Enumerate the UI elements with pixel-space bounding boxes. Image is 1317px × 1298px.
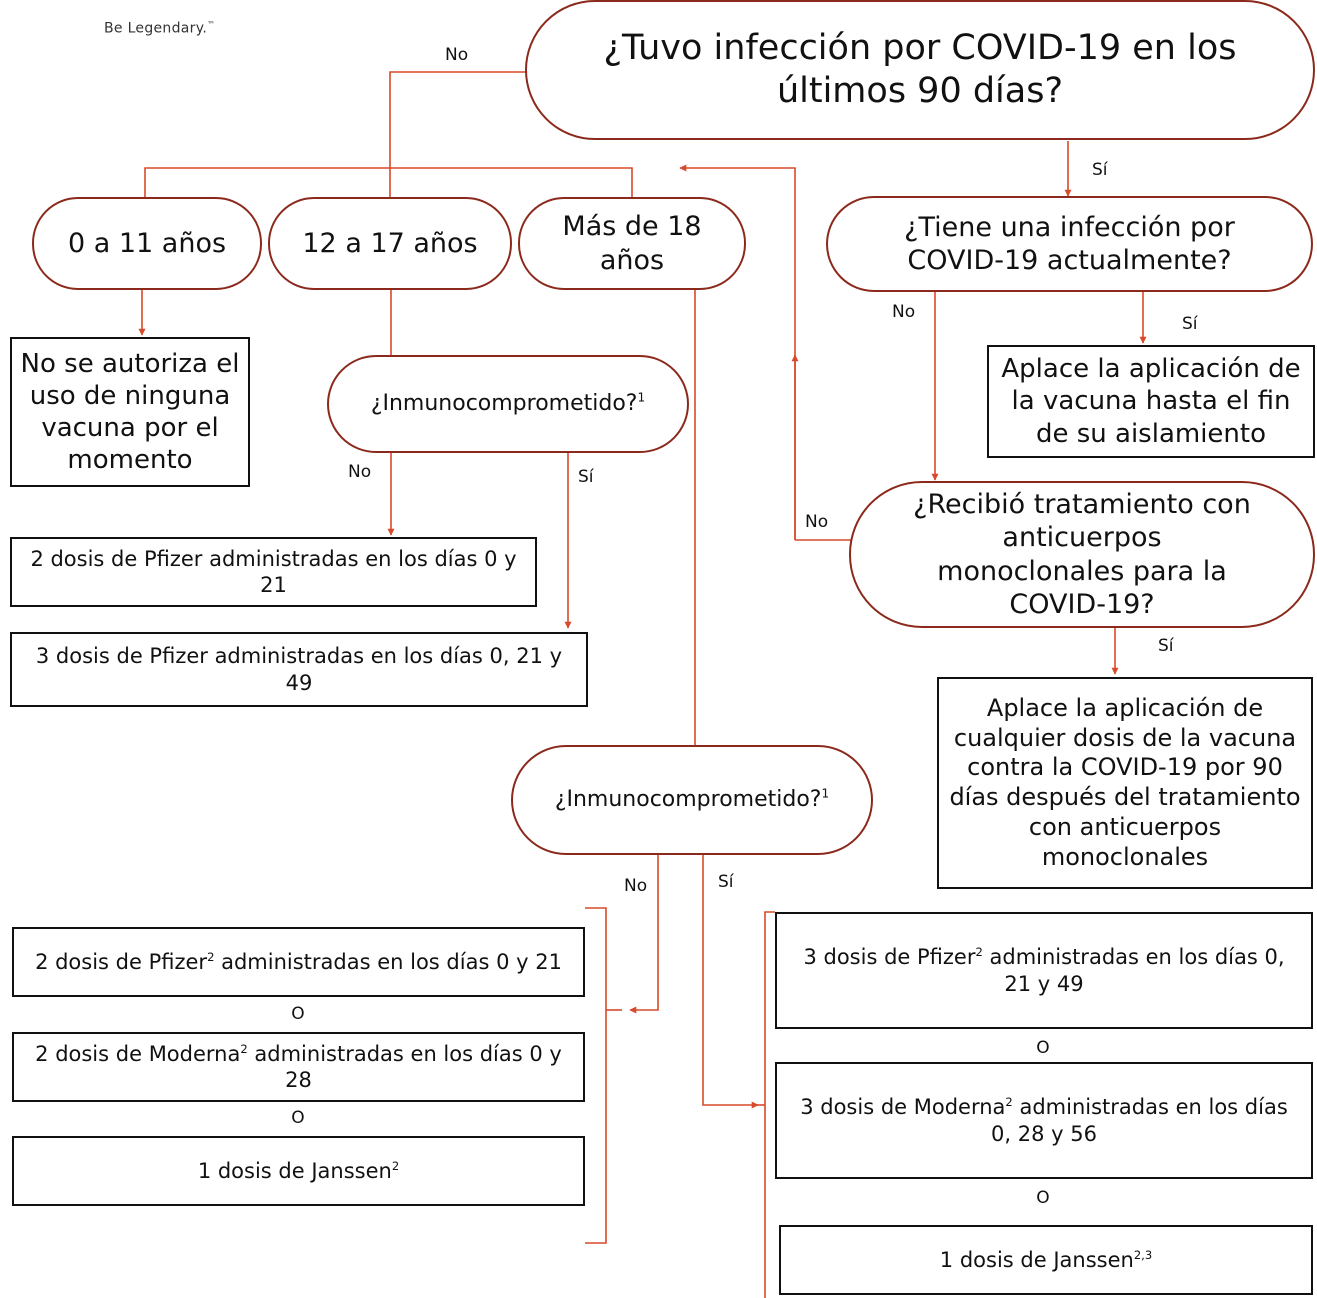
label-no-current: No	[892, 302, 916, 322]
label-si-immuno-2: Sí	[718, 872, 734, 892]
label-no-top: No	[445, 45, 469, 65]
connector-immuno2-no	[629, 855, 659, 1014]
question-immunocompromised-adult: ¿Inmunocomprometido?1	[511, 745, 873, 855]
immuno-pfizer-3-doses: 3 dosis de Pfizer2 administradas en los …	[775, 912, 1313, 1029]
or-separator: O	[1036, 1038, 1050, 1058]
age-0-11: 0 a 11 años	[32, 197, 262, 290]
adult-pfizer-2-doses: 2 dosis de Pfizer2 administradas en los …	[12, 927, 585, 997]
age-18-plus: Más de 18 años	[518, 197, 746, 290]
or-separator: O	[291, 1004, 305, 1024]
defer-90-days: Aplace la aplicación de cualquier dosis …	[937, 677, 1313, 889]
or-separator: O	[291, 1108, 305, 1128]
question-monoclonal: ¿Recibió tratamiento con anticuerpos mon…	[849, 481, 1315, 628]
label-si-top: Sí	[1092, 160, 1108, 180]
immuno-moderna-3-doses: 3 dosis de Moderna2 administradas en los…	[775, 1062, 1313, 1179]
no-vaccine-authorized: No se autoriza el uso de ninguna vacuna …	[10, 337, 250, 487]
bracket-right	[764, 911, 775, 1298]
defer-until-isolation-end: Aplace la aplicación de la vacuna hasta …	[987, 345, 1315, 458]
age-12-17: 12 a 17 años	[268, 197, 512, 290]
question-current-infection: ¿Tiene una infección por COVID-19 actual…	[826, 196, 1313, 292]
label-no-immuno-1: No	[348, 462, 372, 482]
label-si-current: Sí	[1182, 314, 1198, 334]
teen-pfizer-3-doses: 3 dosis de Pfizer administradas en los d…	[10, 632, 588, 707]
label-si-immuno-1: Sí	[578, 467, 594, 487]
connector-immuno2-si	[702, 855, 759, 1109]
label-no-immuno-2: No	[624, 876, 648, 896]
adult-moderna-2-doses: 2 dosis de Moderna2 administradas en los…	[12, 1032, 585, 1102]
adult-janssen-1-dose: 1 dosis de Janssen2	[12, 1136, 585, 1206]
bracket-left	[585, 907, 607, 1244]
connector-no-top	[389, 71, 528, 198]
question-covid-90-days: ¿Tuvo infección por COVID-19 en los últi…	[525, 0, 1315, 140]
immuno-janssen-1-dose: 1 dosis de Janssen2,3	[779, 1225, 1313, 1295]
label-no-monoclonal: No	[805, 512, 829, 532]
question-immunocompromised-teen: ¿Inmunocomprometido?1	[327, 355, 689, 453]
connector-age-bar	[144, 167, 633, 198]
logo-tagline: Be Legendary.™	[104, 20, 216, 37]
teen-pfizer-2-doses: 2 dosis de Pfizer administradas en los d…	[10, 537, 537, 607]
label-si-monoclonal: Sí	[1158, 636, 1174, 656]
or-separator: O	[1036, 1188, 1050, 1208]
